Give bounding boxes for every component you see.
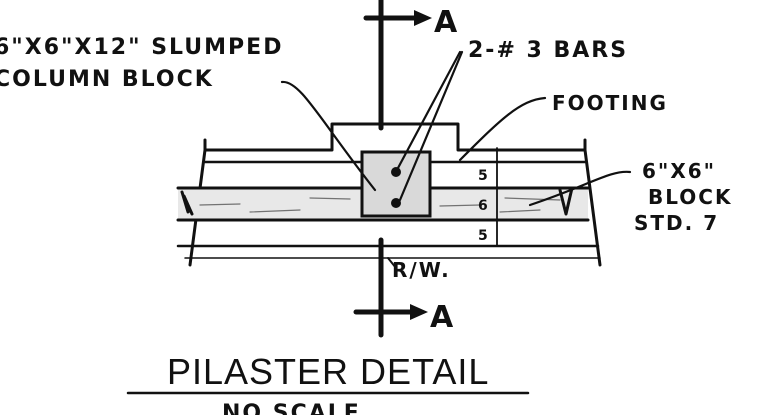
- dim-mid: 6: [478, 198, 490, 214]
- label-rw: R/W.: [392, 258, 451, 282]
- leader-lines: [280, 50, 632, 269]
- label-column-block-line2: COLUMN BLOCK: [0, 67, 214, 92]
- section-label-bottom: A: [430, 300, 455, 335]
- rebar-top: [391, 167, 401, 177]
- label-bars: 2-# 3 BARS: [468, 38, 628, 63]
- dimension-string: [487, 147, 507, 247]
- label-footing: FOOTING: [552, 91, 668, 115]
- label-wall-block: 6"X6": [642, 159, 716, 183]
- label-wall-block-line2: BLOCK: [648, 185, 732, 209]
- drawing-scale: NO SCALE: [222, 401, 361, 415]
- drawing-title: PILASTER DETAIL: [167, 351, 489, 392]
- dim-top: 5: [478, 168, 490, 184]
- title-block: PILASTER DETAIL NO SCALE: [126, 351, 530, 415]
- column-block: [360, 150, 432, 218]
- rebar-bottom: [391, 198, 401, 208]
- lower-footing-lines: [176, 244, 601, 259]
- section-label-top: A: [434, 5, 459, 40]
- section-arrow-bottom: [410, 304, 428, 320]
- label-wall-block-line3: STD. 7: [634, 211, 719, 235]
- section-line: [353, 0, 432, 338]
- label-column-block: 6"X6"X12" SLUMPED: [0, 35, 283, 60]
- section-arrow-top: [414, 10, 432, 26]
- dim-bottom: 5: [478, 228, 490, 244]
